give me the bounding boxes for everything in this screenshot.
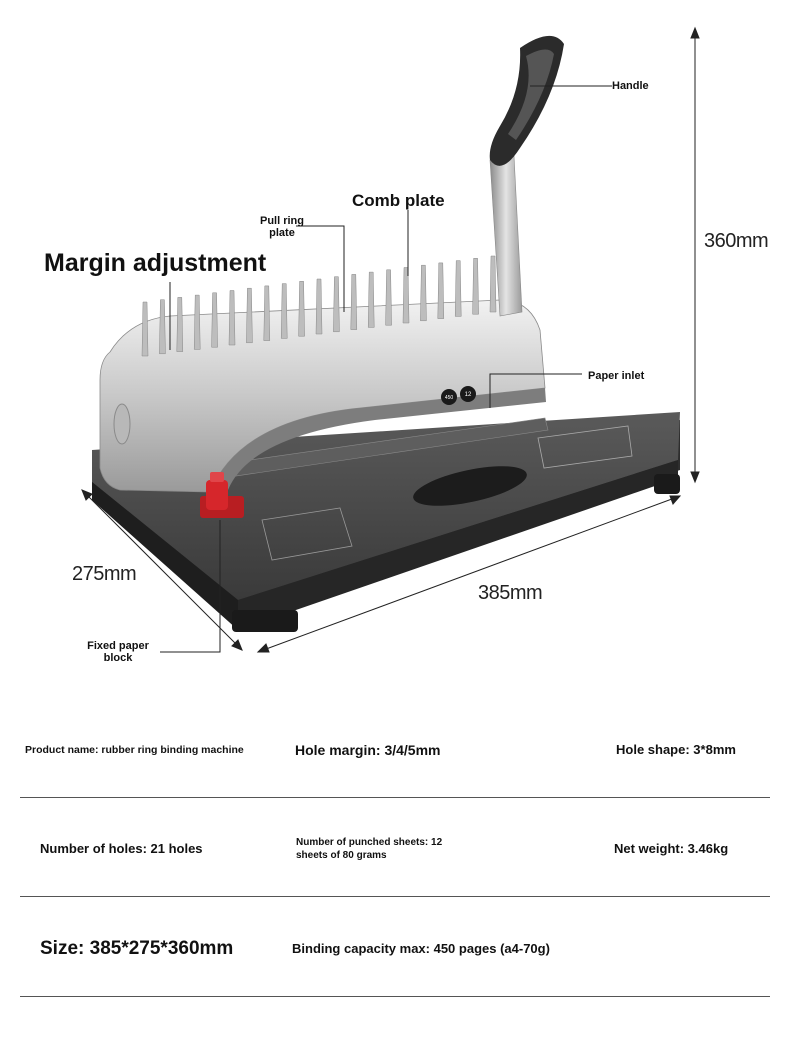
margin-knob <box>200 472 244 518</box>
comb-tooth <box>159 299 166 355</box>
height-dimension: 360mm <box>704 230 769 252</box>
machine-body: 450 12 <box>99 299 546 493</box>
handle-lever <box>489 35 564 317</box>
comb-tooth <box>437 262 445 319</box>
pull-ring-plate-label: Pull ring plate <box>260 215 304 240</box>
comb-tooth <box>333 276 340 333</box>
spec-divider <box>20 996 770 997</box>
callout-lines <box>160 85 612 653</box>
comb-tooth <box>141 301 149 357</box>
comb-tooth <box>280 283 288 339</box>
spec-net-weight: Net weight: 3.46kg <box>614 841 729 856</box>
spec-hole-shape: Hole shape: 3*8mm <box>616 742 736 757</box>
spec-hole-margin: Hole margin: 3/4/5mm <box>295 742 441 758</box>
handle-label: Handle <box>612 80 649 92</box>
fixed-paper-block-label: Fixed paper block <box>87 640 149 665</box>
comb-tooth <box>350 274 358 330</box>
depth-dimension: 275mm <box>72 563 137 585</box>
margin-adjustment-label: Margin adjustment <box>44 249 267 277</box>
spec-binding-capacity: Binding capacity max: 450 pages (a4-70g) <box>292 941 550 956</box>
spec-size: Size: 385*275*360mm <box>40 938 234 959</box>
comb-tooth <box>472 258 479 315</box>
comb-tooth <box>367 271 375 328</box>
comb-tooth <box>385 269 392 326</box>
comb-tooth <box>315 278 323 335</box>
comb-tooth <box>193 294 201 350</box>
capacity-badge: 450 <box>445 395 454 401</box>
paper-inlet-label: Paper inlet <box>588 370 645 382</box>
binding-machine-diagram: 450 12 <box>81 26 700 653</box>
spec-number-of-holes: Number of holes: 21 holes <box>40 841 203 856</box>
spec-divider <box>20 797 770 798</box>
comb-plate-label: Comb plate <box>352 191 445 210</box>
sheets-badge: 12 <box>465 392 472 398</box>
spec-punched-sheets: Number of punched sheets: 12 sheets of 8… <box>296 837 443 861</box>
spec-product-name: Product name: rubber ring binding machin… <box>25 744 244 756</box>
comb-tooth <box>211 292 218 348</box>
comb-tooth <box>176 297 184 352</box>
comb-tooth <box>298 281 305 337</box>
spec-divider <box>20 896 770 897</box>
comb-teeth <box>141 255 497 357</box>
comb-tooth <box>454 260 462 317</box>
width-dimension: 385mm <box>478 582 543 604</box>
comb-tooth <box>420 264 427 322</box>
dimension-lines <box>81 26 700 653</box>
comb-tooth <box>246 287 253 344</box>
comb-tooth <box>263 285 271 341</box>
comb-tooth <box>489 255 497 313</box>
comb-tooth <box>228 290 236 346</box>
